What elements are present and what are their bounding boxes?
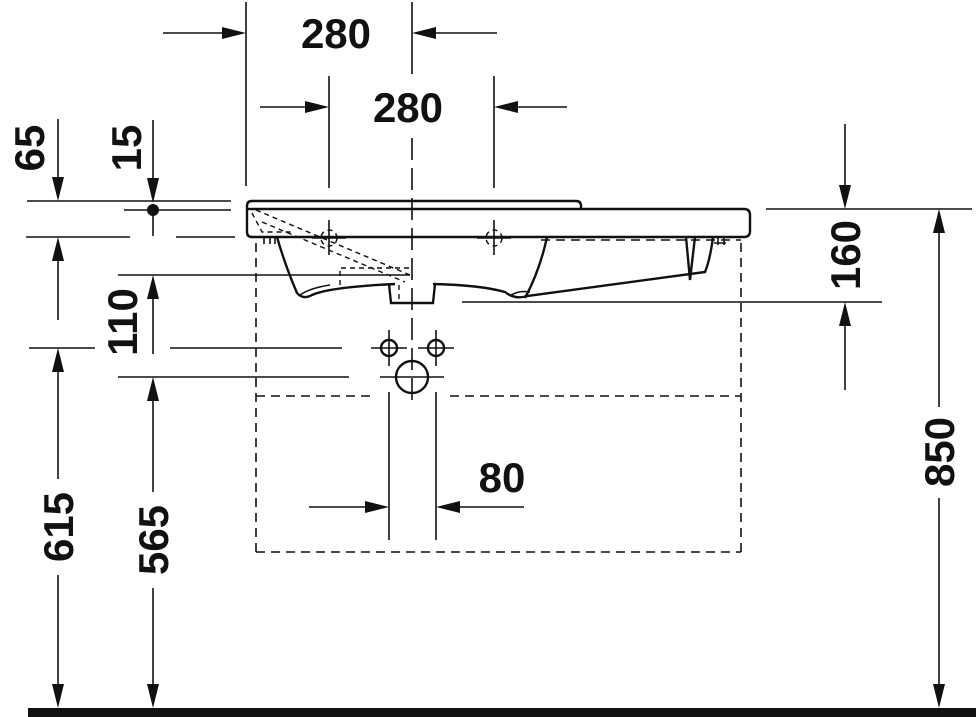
tap-hole-marker-left [312, 220, 346, 255]
waste-connection [380, 359, 444, 395]
floor-line [28, 708, 976, 717]
dimension-80: 80 [309, 392, 525, 540]
dimension-280-second: 280 [260, 76, 567, 188]
water-supply-connection-left [371, 330, 407, 366]
dimension-label-280-second: 280 [373, 84, 443, 131]
dimension-label-160: 160 [822, 220, 869, 290]
washbasin-top-slab [245, 199, 752, 239]
dimension-110: 110 [99, 275, 159, 401]
dimension-label-850: 850 [916, 417, 963, 487]
tap-hole-marker-right [477, 220, 511, 255]
dimension-label-110: 110 [99, 288, 146, 356]
dimension-label-280-top: 280 [301, 10, 371, 57]
dimension-label-15: 15 [103, 125, 150, 172]
dimension-280-top: 280 [163, 2, 497, 186]
water-supply-connection-right [418, 330, 454, 366]
basin-bowl [275, 236, 715, 299]
vanity-cabinet-outline [255, 239, 742, 553]
drain-outlet [387, 283, 437, 305]
dimension-65: 65 [6, 119, 64, 201]
dimension-label-565: 565 [130, 505, 177, 575]
dimension-615: 615 [35, 237, 82, 708]
dimension-565: 565 [130, 395, 177, 708]
dimension-label-80: 80 [479, 454, 526, 501]
dimension-15: 15 [103, 120, 159, 236]
dimension-label-65: 65 [6, 125, 53, 172]
dimension-label-615: 615 [35, 492, 82, 562]
overflow-channel [251, 209, 411, 285]
dimension-850: 850 [916, 209, 963, 708]
dimension-160: 160 [822, 124, 869, 390]
